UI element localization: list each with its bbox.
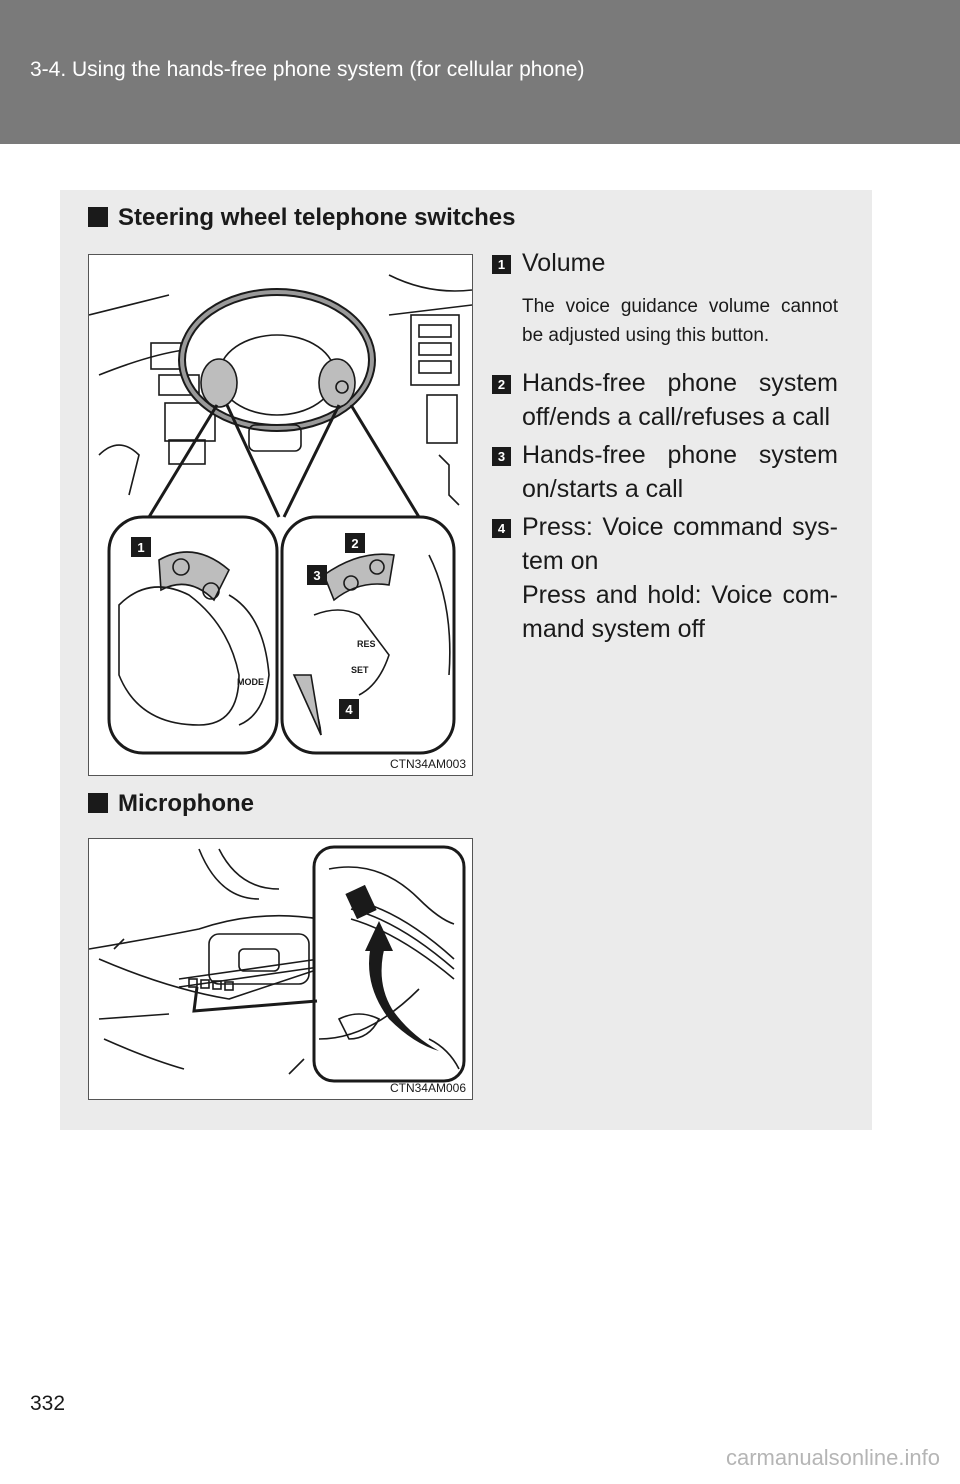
steering-figure-code: CTN34AM003 — [389, 757, 466, 771]
callout-1-label: 1 — [137, 540, 144, 555]
switch-items-list: 1 Volume The voice guidance volume canno… — [490, 246, 838, 650]
steering-wheel-figure: MODE RES SET 1 2 3 4 CTN34AM003 — [88, 254, 473, 776]
page-header: 3-4. Using the hands-free phone system (… — [0, 0, 960, 144]
list-item: 1 Volume — [490, 246, 838, 280]
steering-wheel-illustration: MODE RES SET 1 2 3 4 — [88, 274, 473, 755]
list-item: 2 Hands-free phone system off/ends a cal… — [490, 366, 838, 434]
item-number-badge: 2 — [492, 375, 511, 394]
arrow-head-icon — [365, 921, 393, 951]
microphone-illustration — [88, 845, 466, 1083]
callout-2-label: 2 — [351, 536, 358, 551]
callout-2-box — [345, 533, 365, 553]
item-number-badge: 1 — [492, 255, 511, 274]
microphone-figure: CTN34AM006 — [88, 838, 473, 1100]
callout-3-label: 3 — [313, 568, 320, 583]
watermark: carmanualsonline.info — [725, 1445, 940, 1470]
callout-4-box — [339, 699, 359, 719]
header-title: 3-4. Using the hands-free phone system (… — [30, 58, 585, 81]
bullet-square-icon — [88, 793, 108, 813]
bullet-square-icon — [88, 207, 108, 227]
microphone-heading-text: Microphone — [118, 790, 254, 817]
item-label-press-hold: Press and hold: Voice com-mand system of… — [522, 581, 838, 643]
item-note: The voice guidance volume cannot be adju… — [522, 296, 838, 346]
mode-button-label: MODE — [237, 677, 264, 687]
item-label-press: Press: Voice command sys-tem on — [522, 513, 838, 575]
steering-heading-text: Steering wheel telephone switches — [118, 204, 516, 231]
callout-3-box — [307, 565, 327, 585]
list-item: 4 Press: Voice command sys-tem on Press … — [490, 510, 838, 646]
res-button-label: RES — [357, 639, 376, 649]
microphone-figure-code: CTN34AM006 — [389, 1081, 466, 1095]
callout-1-box — [131, 537, 151, 557]
steering-section-heading: Steering wheel telephone switches — [88, 204, 515, 232]
item-number-badge: 4 — [492, 519, 511, 538]
item-label: Hands-free phone system on/starts a call — [522, 441, 838, 503]
microphone-section-heading: Microphone — [88, 790, 254, 818]
callout-4-label: 4 — [345, 702, 353, 717]
set-button-label: SET — [351, 665, 369, 675]
item-label: Hands-free phone system off/ends a call/… — [522, 369, 838, 431]
page-number: 332 — [30, 1392, 66, 1415]
item-number-badge: 3 — [492, 447, 511, 466]
list-item: 3 Hands-free phone system on/starts a ca… — [490, 438, 838, 506]
item-label: Volume — [522, 249, 606, 277]
